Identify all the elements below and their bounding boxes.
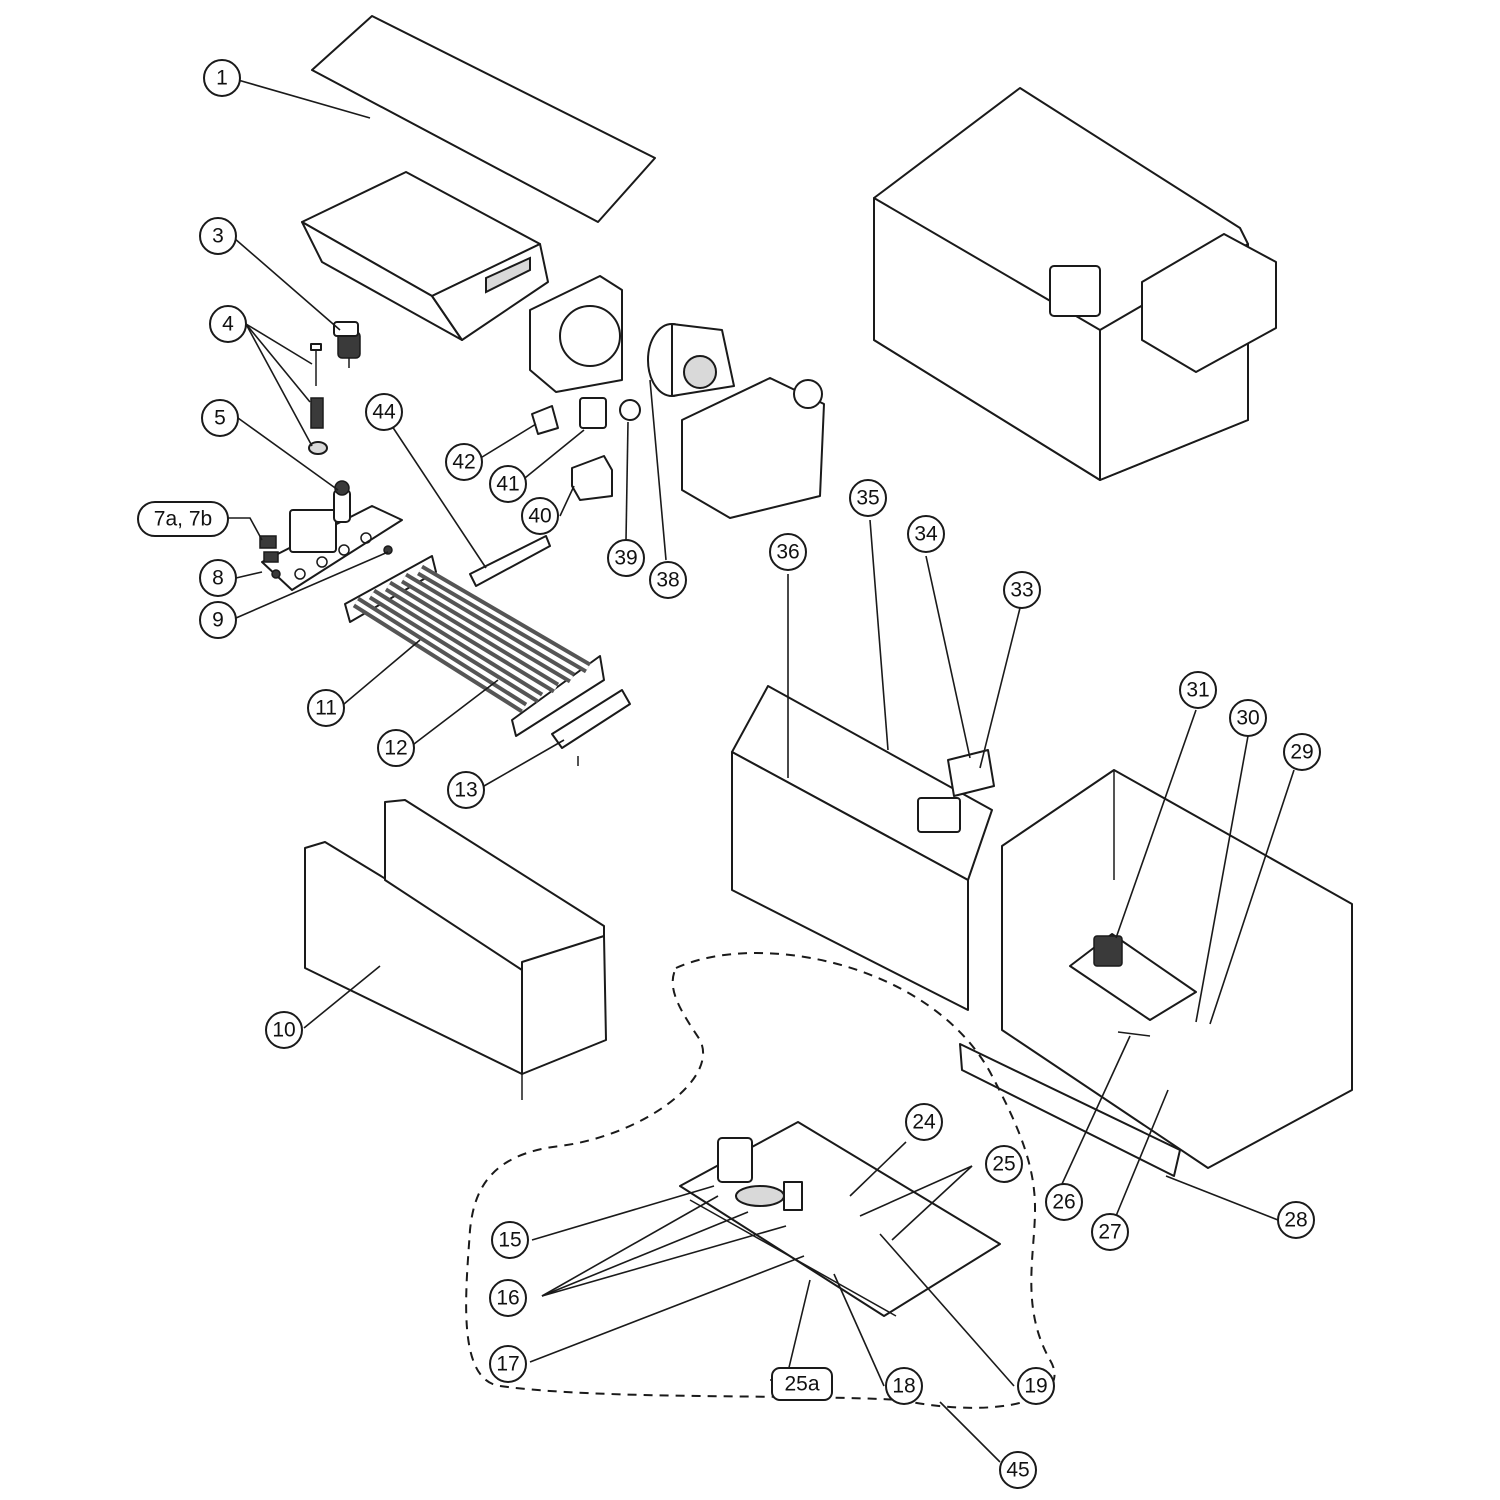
front-panel [731,685,993,1011]
callout-label: 11 [315,697,337,720]
callout-label: 27 [1098,1221,1121,1244]
callout-39: 39 [607,539,645,577]
callout-label: 9 [212,609,224,632]
heat-exchanger-assembly [344,555,605,737]
callout-label: 28 [1284,1209,1307,1232]
callout-26: 26 [1045,1183,1083,1221]
callout-label: 3 [212,225,224,248]
callout-label: 29 [1290,741,1313,764]
callout-label: 34 [914,523,938,546]
callout-41: 41 [489,465,527,503]
combustion-blower [647,323,825,519]
callout-label: 5 [214,407,226,430]
callout-label: 30 [1236,707,1259,730]
callout-label: 36 [776,541,799,564]
callout-19: 19 [1017,1367,1055,1405]
callout-label: 31 [1186,679,1209,702]
callout-label: 24 [912,1111,936,1134]
callout-label: 41 [496,473,519,496]
callout-44: 44 [365,393,403,431]
callout-17: 17 [489,1345,527,1383]
pressure-valve-fitting [333,321,361,368]
callout-label: 12 [384,737,407,760]
callout-label: 39 [614,547,637,570]
callout-label: 42 [452,451,475,474]
callout-label: 25a [784,1373,819,1396]
top-cover-panel [311,15,656,223]
callout-18: 18 [885,1367,923,1405]
callout-label: 17 [496,1353,519,1376]
callout-label: 25 [992,1153,1015,1176]
callout-11: 11 [307,689,345,727]
callout-31: 31 [1179,671,1217,709]
callout-label: 1 [216,67,228,90]
callout-16: 16 [489,1279,527,1317]
callout-4: 4 [209,305,247,343]
callout-12: 12 [377,729,415,767]
callout-10: 10 [265,1011,303,1049]
callout-label: 19 [1024,1375,1047,1398]
callout-label: 35 [856,487,879,510]
callout-34: 34 [907,515,945,553]
callout-label: 13 [454,779,477,802]
callout-7a-7b: 7a, 7b [137,501,229,537]
small-control-components [531,397,641,501]
callout-28: 28 [1277,1201,1315,1239]
callout-label: 16 [496,1287,519,1310]
callout-40: 40 [521,497,559,535]
callout-label: 15 [498,1229,521,1252]
callout-30: 30 [1229,699,1267,737]
combustion-chamber [304,799,607,1100]
callout-label: 26 [1052,1191,1075,1214]
callout-33: 33 [1003,571,1041,609]
control-board [947,749,995,797]
gas-valve-manifold [259,480,403,591]
callout-label: 18 [892,1375,915,1398]
burner-tray-assembly [679,1121,1001,1317]
callout-label: 40 [528,505,551,528]
flue-collector-box [301,171,623,393]
callout-label: 38 [656,569,679,592]
callout-5: 5 [201,399,239,437]
callout-3: 3 [199,217,237,255]
callout-13: 13 [447,771,485,809]
callout-label: 44 [372,401,396,424]
callout-25a: 25a [771,1367,833,1401]
callout-42: 42 [445,443,483,481]
bolt-spring-nut [308,343,328,455]
callout-24: 24 [905,1103,943,1141]
callout-label: 10 [272,1019,295,1042]
callout-9: 9 [199,601,237,639]
assembled-heater [873,87,1277,481]
callout-25: 25 [985,1145,1023,1183]
callout-38: 38 [649,561,687,599]
callout-35: 35 [849,479,887,517]
callout-label: 8 [212,567,224,590]
callout-label: 33 [1010,579,1033,602]
cabinet-base [959,769,1353,1177]
callout-29: 29 [1283,733,1321,771]
callout-36: 36 [769,533,807,571]
tube-baffle-bar [469,535,551,587]
callout-label: 7a, 7b [154,508,212,531]
callout-label: 45 [1006,1459,1029,1482]
callout-27: 27 [1091,1213,1129,1251]
callout-label: 4 [222,313,234,336]
callout-8: 8 [199,559,237,597]
callout-45: 45 [999,1451,1037,1489]
callout-15: 15 [491,1221,529,1259]
callout-1: 1 [203,59,241,97]
